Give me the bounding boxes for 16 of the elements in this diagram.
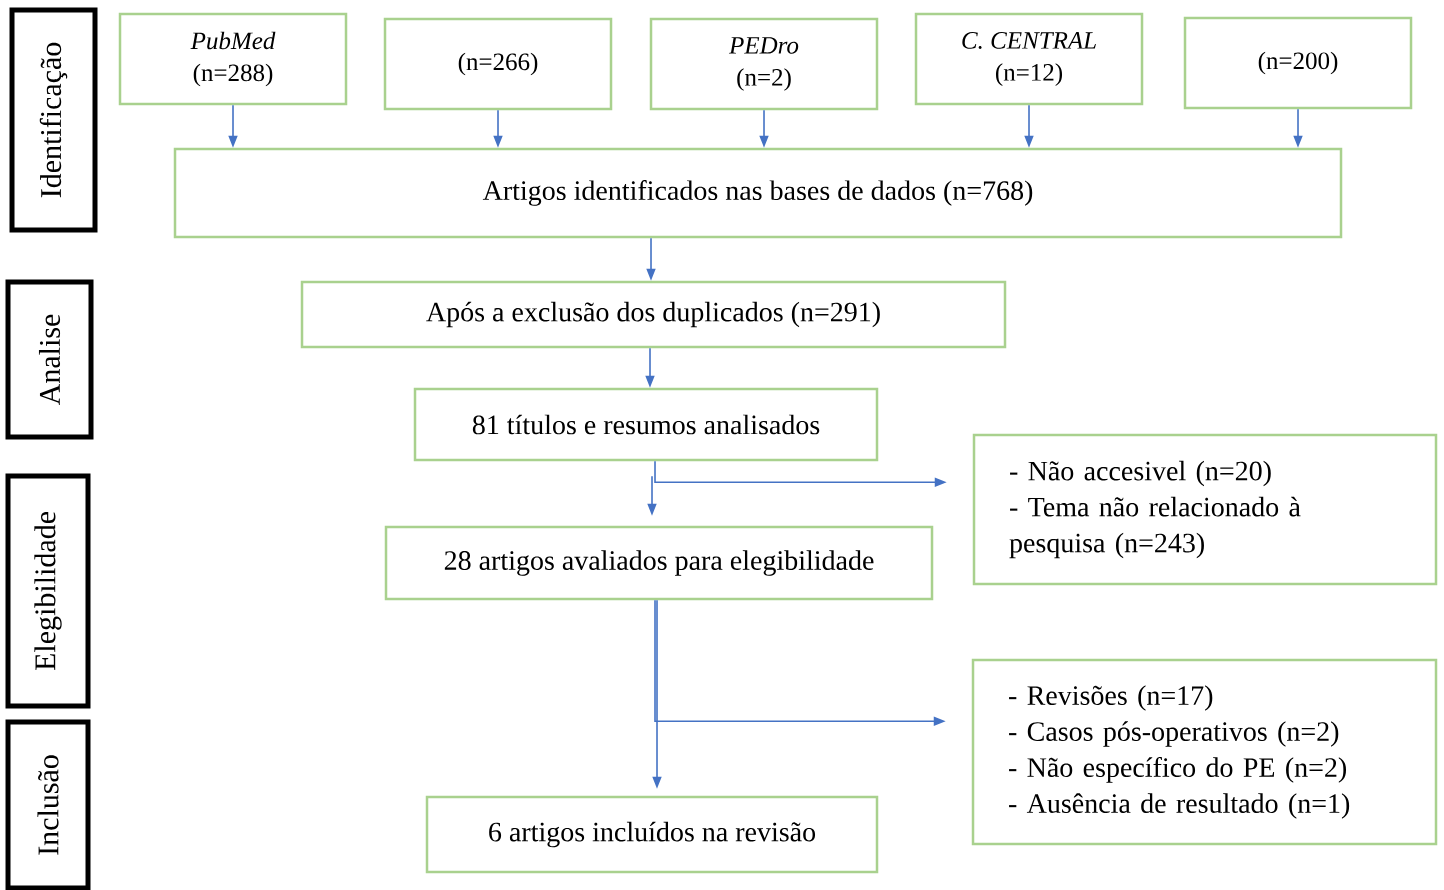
database-box: (n=266) xyxy=(383,17,613,111)
exclusion-box: - Revisões (n=17) - Casos pós-operativos (n=2) - Não específico do PE (n=2) - Ausência de resultado (n=1) xyxy=(971,658,1438,846)
database-box: PubMed (n=288) xyxy=(118,12,348,106)
stage-box: Identificação xyxy=(9,7,98,233)
exclusion-box: - Não accesivel (n=20) - Tema não relacionado à pesquisa (n=243) xyxy=(972,433,1438,586)
process-box: Artigos identificados nas bases de dados (n=768) xyxy=(173,147,1343,239)
process-box: Após a exclusão dos duplicados (n=291) xyxy=(300,280,1007,349)
stage-box: Analise xyxy=(5,279,94,440)
process-box: 81 títulos e resumos analisados xyxy=(413,387,879,462)
database-box: (n=200) xyxy=(1183,16,1413,110)
database-box: C. CENTRAL (n=12) xyxy=(914,12,1144,106)
process-box: 6 artigos incluídos na revisão xyxy=(425,795,879,874)
stage-box: Inclusão xyxy=(5,719,91,890)
stage-box: Elegibilidade xyxy=(5,473,91,709)
database-box: PEDro (n=2) xyxy=(649,17,879,111)
process-box: 28 artigos avaliados para elegibilidade xyxy=(384,525,934,601)
